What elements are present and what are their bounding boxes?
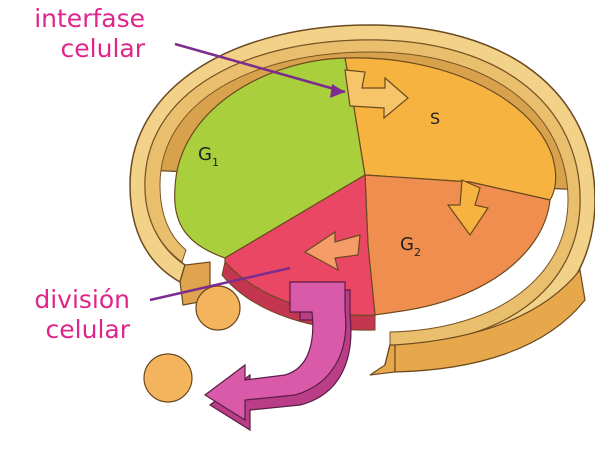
s-label: S [430, 109, 440, 128]
cell-upper [196, 286, 240, 330]
cell-lower [144, 354, 192, 402]
